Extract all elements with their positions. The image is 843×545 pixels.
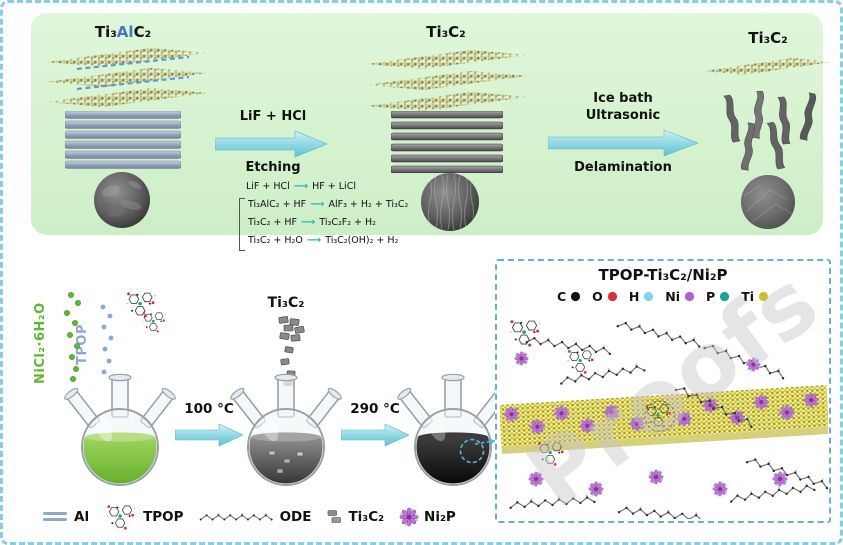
flask-290c bbox=[397, 373, 509, 486]
reaction-arrow-icon: ⟶ bbox=[306, 235, 322, 246]
ni2p-cluster-icon bbox=[399, 507, 419, 527]
flask-nicl2-tpop bbox=[64, 373, 176, 486]
legend-label-tpop: TPOP bbox=[143, 509, 184, 525]
atom-legend: C O H Ni P Ti bbox=[497, 289, 829, 304]
legend-item-tpop: TPOP bbox=[104, 504, 184, 530]
flask-100c bbox=[230, 373, 342, 486]
ode-chain-icon bbox=[199, 511, 275, 523]
reaction-arrow-icon: ⟶ bbox=[301, 217, 316, 228]
atom-label: Ni bbox=[665, 289, 681, 304]
equations-bracket bbox=[239, 198, 245, 251]
atom-legend-h: H bbox=[629, 289, 654, 304]
step2-temperature-label: 290 °C bbox=[350, 401, 400, 417]
sem-image-ti3alc2 bbox=[94, 172, 150, 228]
atom-dot-icon bbox=[684, 291, 695, 302]
stage2-formula: Ti₃C₂ bbox=[426, 23, 466, 41]
legend-item-ni2p: Ni₂P bbox=[399, 507, 456, 527]
max-phase-layers-icon bbox=[47, 48, 207, 107]
equation-lhs: LiF + HCl bbox=[246, 181, 290, 192]
mxene-multilayer-icon bbox=[367, 50, 527, 111]
inset-pointer-arrow-icon bbox=[474, 438, 496, 446]
equation-rhs: HF + LiCl bbox=[312, 181, 356, 192]
step1-arrow-icon bbox=[175, 423, 243, 447]
sem-image-ti3c2-multilayer bbox=[421, 173, 479, 231]
equation-rhs: AlF₃ + H₂ + Ti₃C₂ bbox=[328, 199, 409, 210]
reaction-arrow-icon: ⟶ bbox=[293, 181, 309, 192]
reaction-arrow-icon: ⟶ bbox=[310, 199, 325, 210]
atom-label: P bbox=[706, 289, 716, 304]
legend-label-ni2p: Ni₂P bbox=[424, 509, 456, 525]
atom-dot-icon bbox=[758, 291, 769, 302]
etching-arrow-icon bbox=[215, 130, 327, 158]
legend-item-al: Al bbox=[43, 509, 89, 525]
atom-legend-p: P bbox=[706, 289, 730, 304]
inset-panel: TPOP-Ti₃C₂/Ni₂P C O H Ni P bbox=[495, 259, 831, 523]
reagent-streams-icon bbox=[64, 291, 167, 382]
equation-lhs: Ti₃AlC₂ + HF bbox=[248, 199, 307, 210]
mxene-sheet-icon bbox=[500, 385, 828, 454]
formula-al: Al bbox=[116, 23, 134, 41]
ti3c2-feed-label: Ti₃C₂ bbox=[267, 295, 305, 311]
atom-legend-ni: Ni bbox=[665, 289, 695, 304]
equation-3: Ti₃C₂ + HF ⟶ Ti₃C₂F₂ + H₂ bbox=[248, 215, 376, 231]
legend-item-ti3c2: Ti₃C₂ bbox=[326, 509, 384, 525]
stage3-formula: Ti₃C₂ bbox=[748, 29, 788, 47]
equation-rhs: Ti₃C₂(OH)₂ + H₂ bbox=[325, 235, 399, 246]
arrow2-process-label: Delamination bbox=[574, 160, 672, 175]
legend-label-ode: ODE bbox=[279, 509, 312, 525]
sem-image-ti3c2-flakes bbox=[741, 175, 795, 229]
arrow1-reagent-label: LiF + HCl bbox=[239, 109, 307, 124]
figure-legend: Al TPOP ODE Ti₃C₂ Ni₂P bbox=[43, 501, 493, 533]
formula-c2: C₂ bbox=[133, 23, 152, 41]
reagent-nicl2-label: NiCl₂·6H₂O bbox=[33, 302, 48, 385]
arrow2-condition-label-1: Ice bath bbox=[593, 91, 653, 106]
legend-label-ti3c2: Ti₃C₂ bbox=[348, 509, 385, 525]
atom-label: C bbox=[556, 289, 567, 304]
stage1-formula: Ti₃AlC₂ bbox=[71, 23, 175, 41]
equation-rhs: Ti₃C₂F₂ + H₂ bbox=[319, 217, 376, 228]
legend-item-ode: ODE bbox=[199, 509, 312, 525]
atom-legend-ti: Ti bbox=[741, 289, 769, 304]
atom-dot-icon bbox=[720, 291, 730, 302]
max-phase-stack-icon bbox=[65, 111, 181, 169]
equation-4: Ti₃C₂ + H₂O ⟶ Ti₃C₂(OH)₂ + H₂ bbox=[248, 233, 398, 249]
etched-stack-icon bbox=[391, 111, 503, 173]
composite-structure-render bbox=[500, 313, 828, 519]
inset-title: TPOP-Ti₃C₂/Ni₂P bbox=[598, 266, 728, 284]
atom-label: O bbox=[592, 289, 603, 304]
mxene-monolayer-icon bbox=[705, 58, 831, 75]
step1-temperature-label: 100 °C bbox=[184, 401, 234, 417]
delamination-arrow-icon bbox=[548, 129, 698, 157]
step2-arrow-icon bbox=[341, 423, 409, 447]
delaminated-flakes-icon bbox=[723, 91, 816, 171]
atom-dot-icon bbox=[644, 291, 654, 302]
atom-label: H bbox=[628, 289, 640, 304]
al-layer-icon bbox=[43, 512, 67, 521]
equation-lhs: Ti₃C₂ + H₂O bbox=[248, 235, 303, 246]
arrow2-condition-label-2: Ultrasonic bbox=[585, 108, 661, 123]
zoom-region-circle bbox=[459, 438, 485, 464]
equation-lhs: Ti₃C₂ + HF bbox=[248, 217, 298, 228]
atom-label: Ti bbox=[741, 289, 755, 304]
tpop-molecule-icon bbox=[106, 504, 136, 530]
atom-legend-o: O bbox=[592, 289, 618, 304]
atom-legend-c: C bbox=[557, 289, 581, 304]
arrow1-process-label: Etching bbox=[245, 160, 301, 175]
ti3c2-particle-icon bbox=[328, 510, 342, 523]
equation-1: LiF + HCl ⟶ HF + LiCl bbox=[246, 179, 356, 195]
formula-ti3: Ti₃ bbox=[94, 23, 117, 41]
legend-label-al: Al bbox=[74, 509, 90, 525]
atom-dot-icon bbox=[607, 291, 617, 302]
atom-dot-icon bbox=[571, 291, 581, 302]
equation-2: Ti₃AlC₂ + HF ⟶ AlF₃ + H₂ + Ti₃C₂ bbox=[248, 197, 408, 213]
